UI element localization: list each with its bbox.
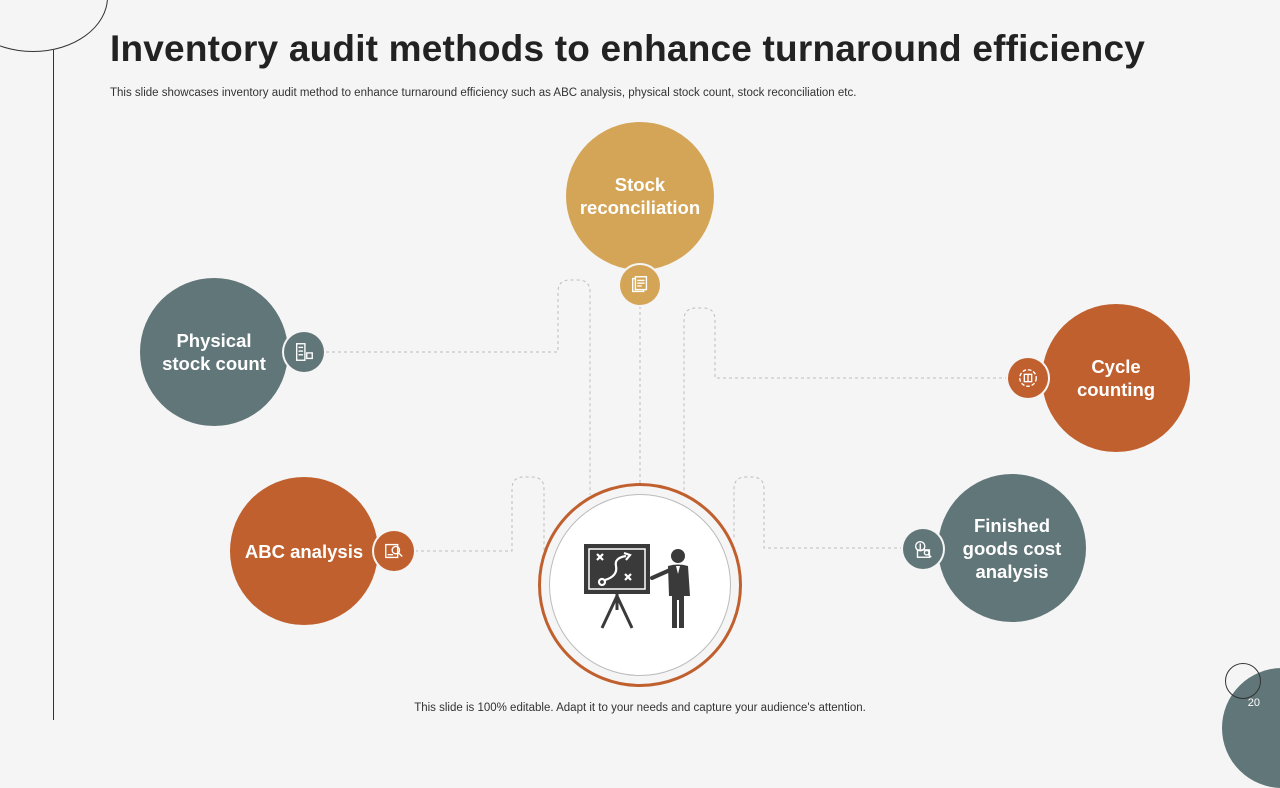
bubble-stock-reconciliation: Stock reconciliation — [566, 122, 714, 270]
finished-goods-label-3: analysis — [975, 560, 1049, 582]
finished-goods-label-1: Finished — [973, 514, 1051, 536]
stock-reconciliation-label-2: reconciliation — [579, 197, 701, 218]
slide-title: Inventory audit methods to enhance turna… — [110, 28, 1146, 69]
dashed-connectors — [326, 279, 1008, 560]
report-search-icon — [374, 531, 414, 571]
box-cycle-icon — [1008, 358, 1048, 398]
connector-finished-goods — [733, 476, 903, 549]
checklist-icon — [284, 332, 324, 372]
page-number: 20 — [1247, 697, 1260, 709]
dollar-search-icon — [903, 529, 943, 569]
footer-note: This slide is 100% editable. Adapt it to… — [414, 702, 866, 714]
cycle-counting-label-2: counting — [1076, 379, 1156, 400]
connector-cycle-counting — [683, 307, 1008, 493]
bubble-finished-goods-cost-analysis: Finished goods cost analysis — [938, 474, 1086, 622]
decorative-corner-ring — [1225, 663, 1261, 699]
presenter-strategy-board-icon — [584, 544, 690, 629]
connector-physical-stock-count — [326, 279, 591, 495]
abc-analysis-label: ABC analysis — [244, 540, 364, 562]
bubble-abc-analysis: ABC analysis — [230, 477, 378, 625]
decorative-vertical-line — [53, 50, 54, 720]
physical-stock-count-label-2: stock count — [162, 353, 266, 374]
stock-reconciliation-label-1: Stock — [614, 174, 666, 195]
connector-abc-analysis — [415, 476, 545, 560]
bubble-cycle-counting: Cycle counting — [1042, 304, 1190, 452]
bubble-physical-stock-count: Physical stock count — [140, 278, 288, 426]
slide-subtitle: This slide showcases inventory audit met… — [110, 87, 857, 99]
documents-icon — [620, 265, 660, 305]
finished-goods-label-2: goods cost — [962, 537, 1062, 559]
physical-stock-count-label-1: Physical — [176, 330, 252, 351]
cycle-counting-label-1: Cycle — [1091, 356, 1141, 377]
